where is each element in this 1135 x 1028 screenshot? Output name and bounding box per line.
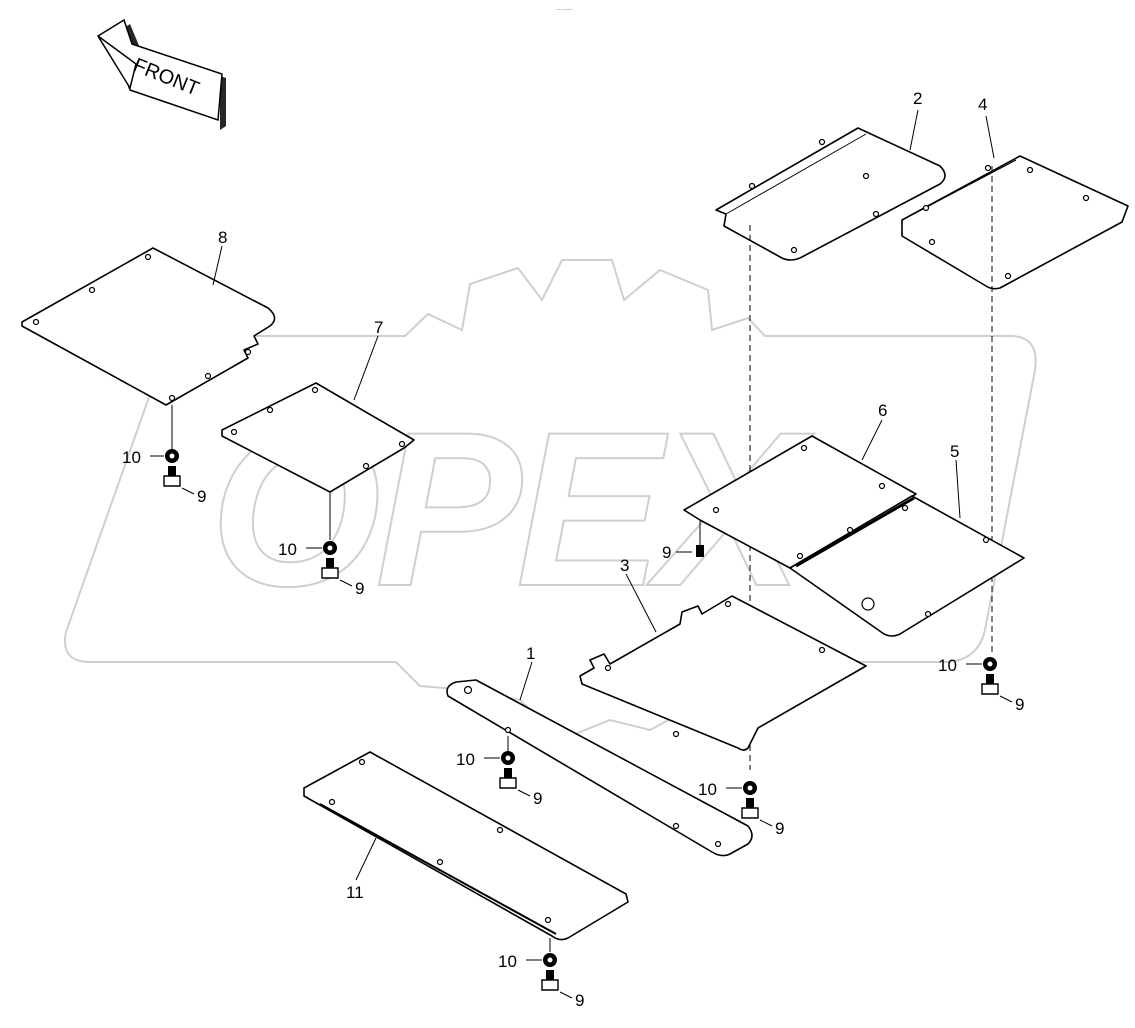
washer-part-11 bbox=[543, 953, 557, 967]
bolt-part-4 bbox=[981, 674, 999, 695]
callout-washer-11: 10 bbox=[498, 952, 517, 971]
callout-part-11: 11 bbox=[346, 883, 364, 902]
bolt-part-11 bbox=[541, 970, 559, 991]
callout-part-6: 6 bbox=[878, 401, 887, 420]
callout-bolt-2: 9 bbox=[775, 819, 784, 838]
plate-part-5 bbox=[789, 495, 1025, 637]
callout-washer-2: 10 bbox=[698, 780, 717, 799]
bolt-part-2 bbox=[741, 798, 759, 819]
callout-bolt-7: 9 bbox=[355, 579, 364, 598]
callout-washer-7: 10 bbox=[278, 540, 297, 559]
washer-part-4 bbox=[983, 657, 997, 671]
callout-part-7: 7 bbox=[374, 318, 383, 337]
callout-bolt-8: 9 bbox=[197, 487, 206, 506]
callout-part-1: 1 bbox=[526, 644, 535, 663]
washer-part-2 bbox=[743, 781, 757, 795]
washer-part-1 bbox=[501, 751, 515, 765]
plate-part-3 bbox=[579, 595, 867, 751]
bolt-part-8 bbox=[163, 466, 181, 487]
washer-part-8 bbox=[165, 449, 179, 463]
plate-part-7 bbox=[221, 382, 415, 493]
callout-part-4: 4 bbox=[978, 95, 987, 114]
callout-part-8: 8 bbox=[218, 228, 227, 247]
callout-bolt-4: 9 bbox=[1015, 695, 1024, 714]
plate-part-11 bbox=[303, 751, 629, 941]
front-arrow-head bbox=[97, 35, 137, 90]
bolt-part-6 bbox=[696, 520, 704, 557]
callout-part-2: 2 bbox=[913, 89, 922, 108]
bolt-part-1 bbox=[499, 768, 517, 789]
callout-washer-8: 10 bbox=[122, 448, 141, 467]
plate-part-4 bbox=[901, 155, 1129, 290]
callout-part-3: 3 bbox=[620, 556, 629, 575]
watermark-gear-outline bbox=[64, 259, 1037, 742]
plate-part-1 bbox=[446, 679, 753, 857]
washer-part-7 bbox=[323, 541, 337, 555]
callout-bolt-11: 9 bbox=[575, 991, 584, 1010]
plate-part-2 bbox=[715, 127, 946, 261]
header-mark: — —— bbox=[556, 7, 572, 13]
callout-washer-1: 10 bbox=[456, 750, 475, 769]
callout-bolt-1: 9 bbox=[533, 789, 542, 808]
bolt-part-7 bbox=[321, 558, 339, 579]
callout-bolt-near-6: 9 bbox=[662, 543, 671, 562]
callout-part-5: 5 bbox=[950, 442, 959, 461]
plate-part-8 bbox=[21, 247, 276, 406]
callout-washer-4: 10 bbox=[938, 656, 957, 675]
front-direction-arrow: FRONT bbox=[96, 18, 226, 130]
